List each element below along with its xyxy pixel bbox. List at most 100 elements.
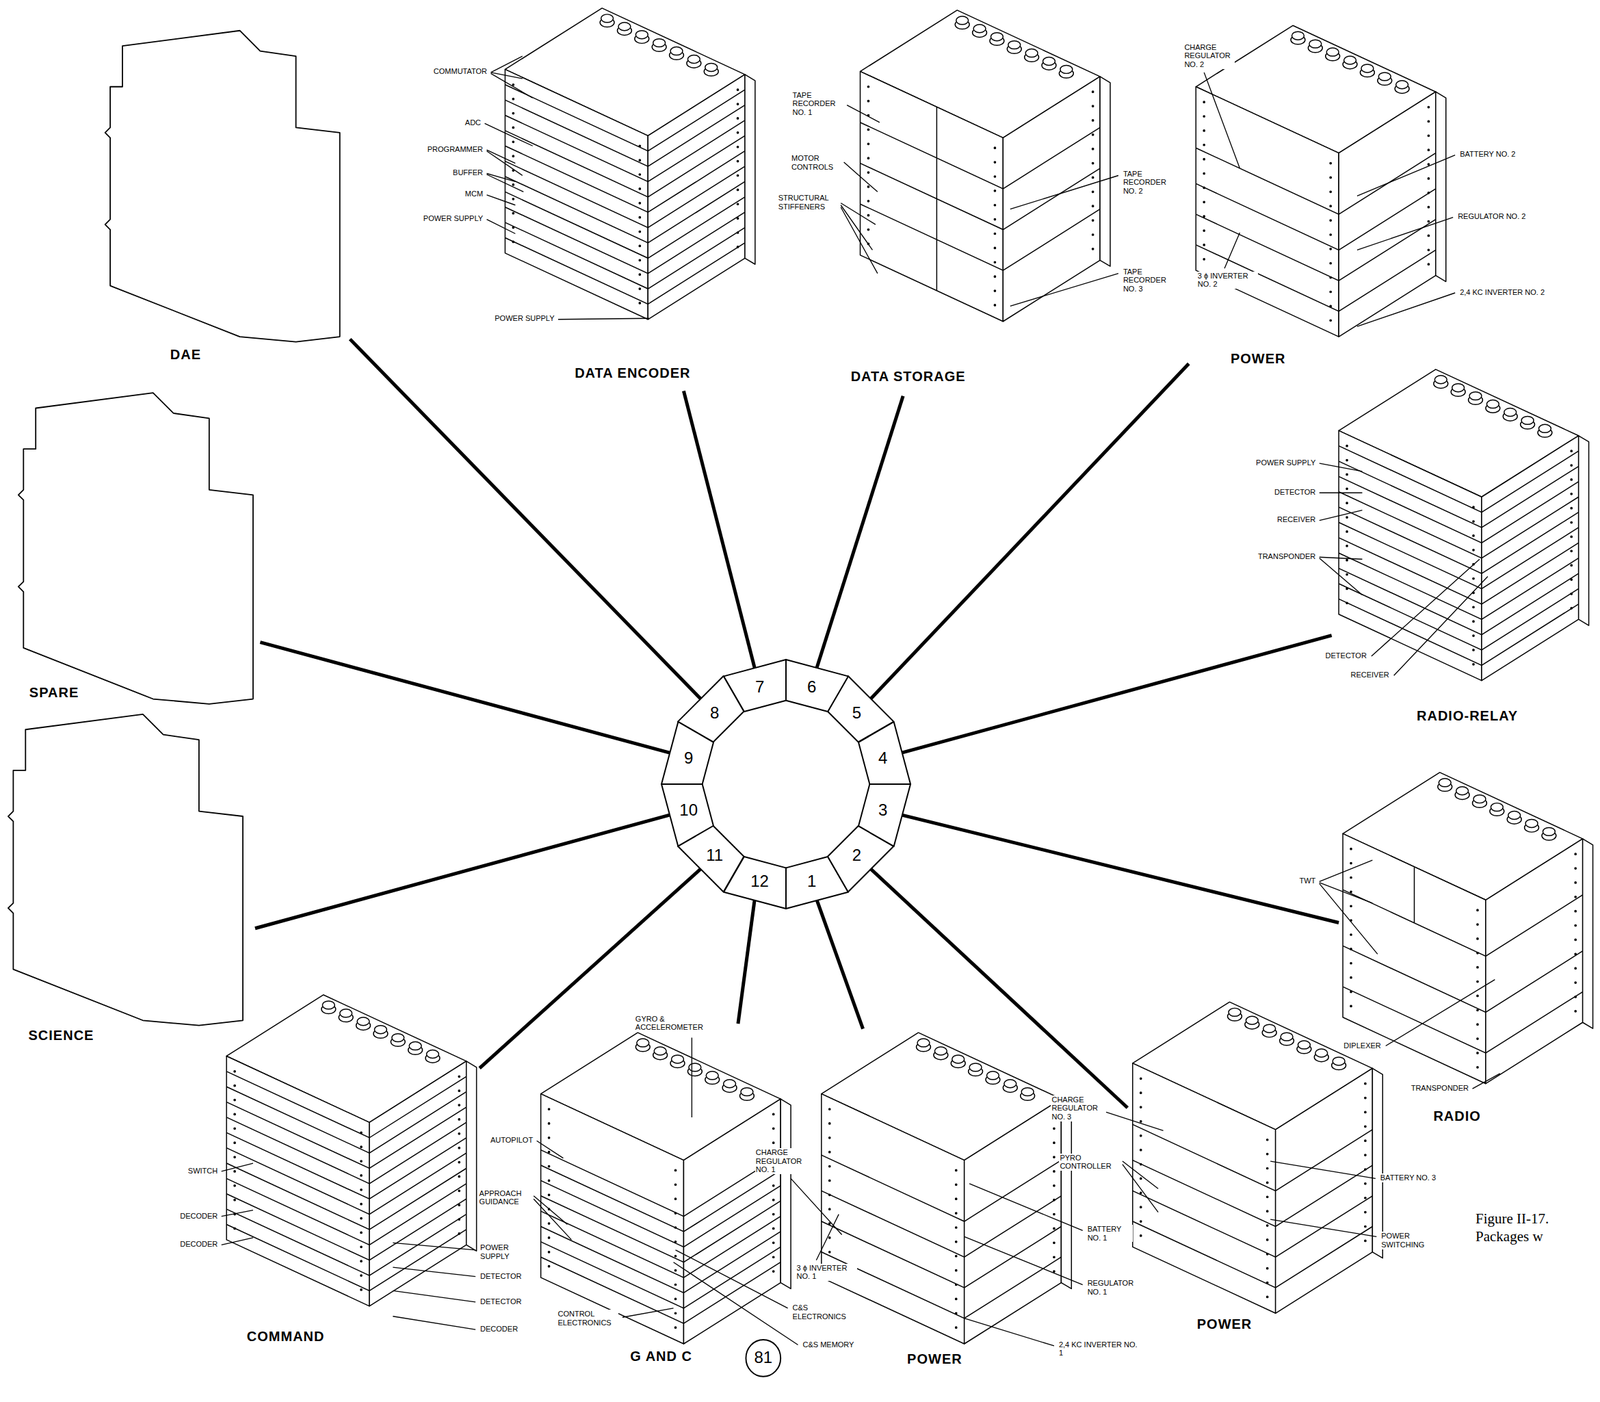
segment-outline xyxy=(785,659,849,712)
callout-label: BATTERY NO. 3 xyxy=(1379,1173,1437,1183)
callout-label: AUTOPILOT xyxy=(489,1135,534,1145)
equipment-package: SPARE xyxy=(15,387,260,713)
package-title: POWER xyxy=(1197,1316,1253,1332)
callout-label: CHARGE REGULATOR NO. 3 xyxy=(1050,1095,1103,1122)
callout-label: POWER SUPPLY xyxy=(1255,458,1317,468)
bay-segment: 12 xyxy=(722,855,788,910)
package-drawing xyxy=(1342,772,1593,1084)
callout-label: DETECTOR xyxy=(1273,487,1317,497)
callout-label: MCM xyxy=(464,189,484,199)
bay-number: 4 xyxy=(878,749,888,767)
package-drawing xyxy=(541,1032,791,1344)
callout-label: TAPE RECORDER NO. 3 xyxy=(1122,267,1174,294)
package-drawing xyxy=(860,10,1111,322)
callout-label: DECODER xyxy=(179,1239,219,1249)
package-outline xyxy=(105,30,340,343)
bay-number: 12 xyxy=(750,872,769,890)
package-drawing xyxy=(1132,1001,1383,1313)
callout-label: CHARGE REGULATOR NO. 1 xyxy=(755,1147,807,1174)
callout-label: TAPE RECORDER NO. 1 xyxy=(792,90,844,117)
callout-label: C&S MEMORY xyxy=(801,1340,855,1349)
spoke-line xyxy=(683,390,755,668)
callout-label: 3 ϕ INVERTER NO. 2 xyxy=(1197,271,1259,289)
package-title: POWER xyxy=(907,1351,963,1367)
callout-label: POWER SUPPLY xyxy=(422,214,484,224)
bay-number: 1 xyxy=(807,872,817,890)
bay-segment: 6 xyxy=(784,658,850,713)
callout-label: APPROACH GUIDANCE xyxy=(478,1188,531,1206)
package-outline xyxy=(18,392,254,704)
callout-label: CHARGE REGULATOR NO. 2 xyxy=(1183,43,1235,70)
callout-label: BATTERY NO. 1 xyxy=(1086,1224,1133,1242)
spoke-line xyxy=(738,899,755,1024)
bay-segment: 3 xyxy=(857,782,912,848)
callout-label: CONTROL ELECTRONICS xyxy=(556,1309,619,1327)
callout-label: TWT xyxy=(1298,876,1317,886)
callout-label: DETECTOR xyxy=(479,1296,522,1306)
callout-label: TRANSPONDER xyxy=(1410,1083,1470,1093)
callout-label: PROGRAMMER xyxy=(426,145,484,154)
callout-label: C&S ELECTRONICS xyxy=(792,1303,854,1321)
package-title: DAE xyxy=(170,346,202,362)
spoke-line xyxy=(901,814,1339,923)
bay-number: 11 xyxy=(705,846,724,864)
callout-label: POWER SUPPLY xyxy=(493,313,555,323)
bay-number: 5 xyxy=(852,704,862,721)
spoke-line xyxy=(870,363,1189,700)
callout-label: POWER SUPPLY xyxy=(479,1242,526,1261)
callout-label: DETECTOR xyxy=(479,1271,522,1281)
segment-shape xyxy=(784,658,850,713)
package-drawing xyxy=(504,8,755,320)
callout-label: POWER SWITCHING xyxy=(1380,1231,1432,1249)
callout-label: BATTERY NO. 2 xyxy=(1459,149,1516,159)
callout-label: TAPE RECORDER NO. 2 xyxy=(1122,169,1174,196)
equipment-package: COMMAND xyxy=(222,991,480,1349)
bay-number: 3 xyxy=(878,801,888,819)
spoke-line xyxy=(259,642,670,753)
segment-outline xyxy=(858,783,911,847)
spoke-line xyxy=(816,899,863,1029)
spoke-line xyxy=(255,814,670,929)
callout-label: DIPLEXER xyxy=(1342,1041,1382,1051)
segment-outline xyxy=(661,721,714,784)
bay-number: 7 xyxy=(755,678,765,695)
package-title: DATA STORAGE xyxy=(850,368,966,384)
package-title: POWER xyxy=(1230,350,1287,366)
package-title: DATA ENCODER xyxy=(574,365,691,381)
callout-label: DECODER xyxy=(179,1211,219,1221)
segment-outline xyxy=(723,856,786,909)
package-title: SCIENCE xyxy=(28,1027,95,1043)
spoke-line xyxy=(901,635,1332,753)
equipment-package: POWER xyxy=(816,1028,1072,1376)
callout-label: PYRO CONTROLLER xyxy=(1058,1153,1119,1171)
package-title: RADIO-RELAY xyxy=(1416,707,1518,724)
package-title: SPARE xyxy=(29,684,79,700)
bay-number: 2 xyxy=(852,846,862,864)
callout-label: REGULATOR NO. 1 xyxy=(1086,1278,1139,1296)
spoke-line xyxy=(350,339,702,700)
bay-number: 10 xyxy=(679,801,698,819)
callout-label: 3 ϕ INVERTER NO. 1 xyxy=(796,1263,858,1281)
callout-label: RECEIVER xyxy=(1276,515,1317,524)
callout-label: DECODER xyxy=(479,1324,519,1334)
callout-label: DETECTOR xyxy=(1325,651,1368,661)
equipment-package: DATA STORAGE xyxy=(857,4,1113,396)
callout-label: 2,4 KC INVERTER NO. 1 xyxy=(1058,1340,1140,1358)
spoke-line xyxy=(870,868,1128,1108)
bay-segment: 9 xyxy=(660,720,715,786)
package-drawing xyxy=(1338,369,1589,681)
callout-label: 2,4 KC INVERTER NO. 2 xyxy=(1459,287,1546,297)
equipment-package: DAE xyxy=(99,25,350,373)
callout-label: TRANSPONDER xyxy=(1257,552,1317,561)
callout-label: STRUCTURAL STIFFENERS xyxy=(777,193,838,211)
spoke-line xyxy=(816,396,903,668)
equipment-package: SCIENCE xyxy=(4,709,255,1052)
bay-number: 8 xyxy=(710,704,719,721)
package-outline xyxy=(8,714,243,1026)
equipment-package: POWER xyxy=(1127,998,1383,1343)
callout-label: BUFFER xyxy=(452,168,484,178)
equipment-package: RADIO xyxy=(1338,765,1596,1135)
figure-caption: Figure II-17. Packages w xyxy=(1475,1209,1572,1246)
callout-label: MOTOR CONTROLS xyxy=(790,153,841,172)
